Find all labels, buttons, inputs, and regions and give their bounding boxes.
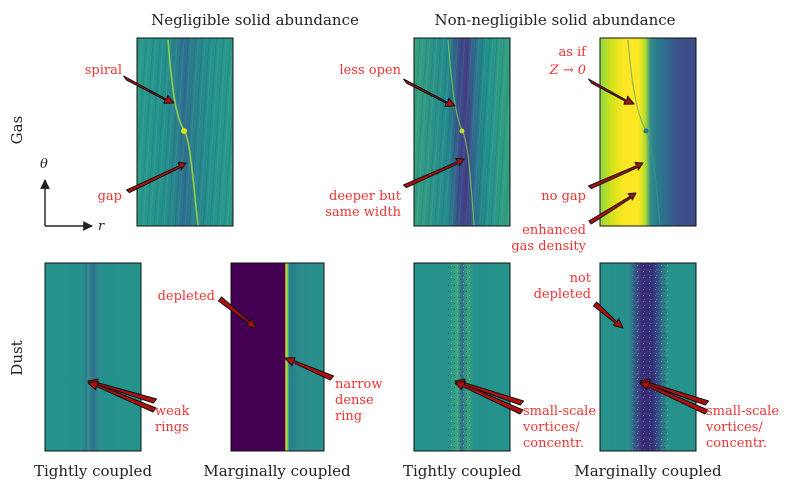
ann-small-b2: vortices/ <box>705 420 763 435</box>
ann-not-dep-1: not <box>570 271 592 286</box>
ann-small-3: concentr. <box>523 436 584 451</box>
ann-no-gap: no gap <box>541 189 586 204</box>
arrow-less-open <box>403 78 456 107</box>
ann-deeper-2: same width <box>325 205 401 220</box>
ann-enhanced-2: gas density <box>511 239 586 254</box>
ann-small-1: small-scale <box>523 404 596 419</box>
arrow-gap <box>126 162 187 194</box>
ann-weak-2: rings <box>155 420 189 435</box>
arrow-deeper <box>403 158 465 189</box>
panel-gas-nonnegligible-2 <box>599 37 697 227</box>
ann-small-2: vortices/ <box>522 420 580 435</box>
annotation-arrows <box>87 75 710 415</box>
ann-z-to-0: Z → 0 <box>549 63 586 78</box>
ann-gap: gap <box>98 189 122 204</box>
row-label-gas: Gas <box>8 116 26 145</box>
ann-narrow-2: dense <box>335 393 374 408</box>
panel-gas-nonnegligible-1 <box>413 37 511 227</box>
arrow-as-if <box>588 78 635 105</box>
panel-dust-marginal-negligible <box>230 262 325 452</box>
axes-indicator: θ r <box>40 157 105 234</box>
panel-dust-tight-nonnegligible <box>413 262 511 452</box>
ann-small-b1: small-scale <box>706 404 779 419</box>
header-non-negligible: Non-negligible solid abundance <box>434 11 675 29</box>
ann-narrow-1: narrow <box>335 377 383 392</box>
ann-less-open: less open <box>339 63 401 78</box>
ann-small-b3: concentr. <box>706 436 767 451</box>
ann-depleted: depleted <box>158 289 215 304</box>
arrow-small-2 <box>454 380 524 415</box>
ann-as-if: as if <box>558 45 587 60</box>
panel-dust-marginal-nonnegligible <box>599 262 697 452</box>
theta-label: θ <box>40 157 48 172</box>
ann-not-dep-2: depleted <box>534 287 591 302</box>
arrow-narrow <box>284 357 335 381</box>
arrow-enhanced <box>588 192 637 225</box>
header-negligible: Negligible solid abundance <box>151 11 359 29</box>
panel-dust-tight-negligible <box>44 262 142 452</box>
ann-weak-1: weak <box>155 404 190 419</box>
caption-tight-1: Tightly coupled <box>34 462 153 480</box>
panel-gas-negligible <box>136 37 234 227</box>
ann-enhanced-1: enhanced <box>522 223 586 238</box>
row-label-dust: Dust <box>8 340 26 375</box>
arrow-weak-2 <box>87 380 157 413</box>
r-label: r <box>98 219 105 234</box>
caption-tight-2: Tightly coupled <box>403 462 522 480</box>
ann-narrow-3: ring <box>335 409 362 424</box>
arrow-no-gap <box>588 162 644 190</box>
arrow-not-depleted <box>592 301 624 329</box>
ann-spiral: spiral <box>85 63 122 78</box>
arrow-depleted <box>217 296 257 329</box>
caption-marginal-2: Marginally coupled <box>574 462 722 480</box>
arrow-small-b2 <box>639 380 709 415</box>
arrow-spiral <box>123 75 175 104</box>
caption-marginal-1: Marginally coupled <box>203 462 351 480</box>
ann-deeper-1: deeper but <box>329 189 402 204</box>
